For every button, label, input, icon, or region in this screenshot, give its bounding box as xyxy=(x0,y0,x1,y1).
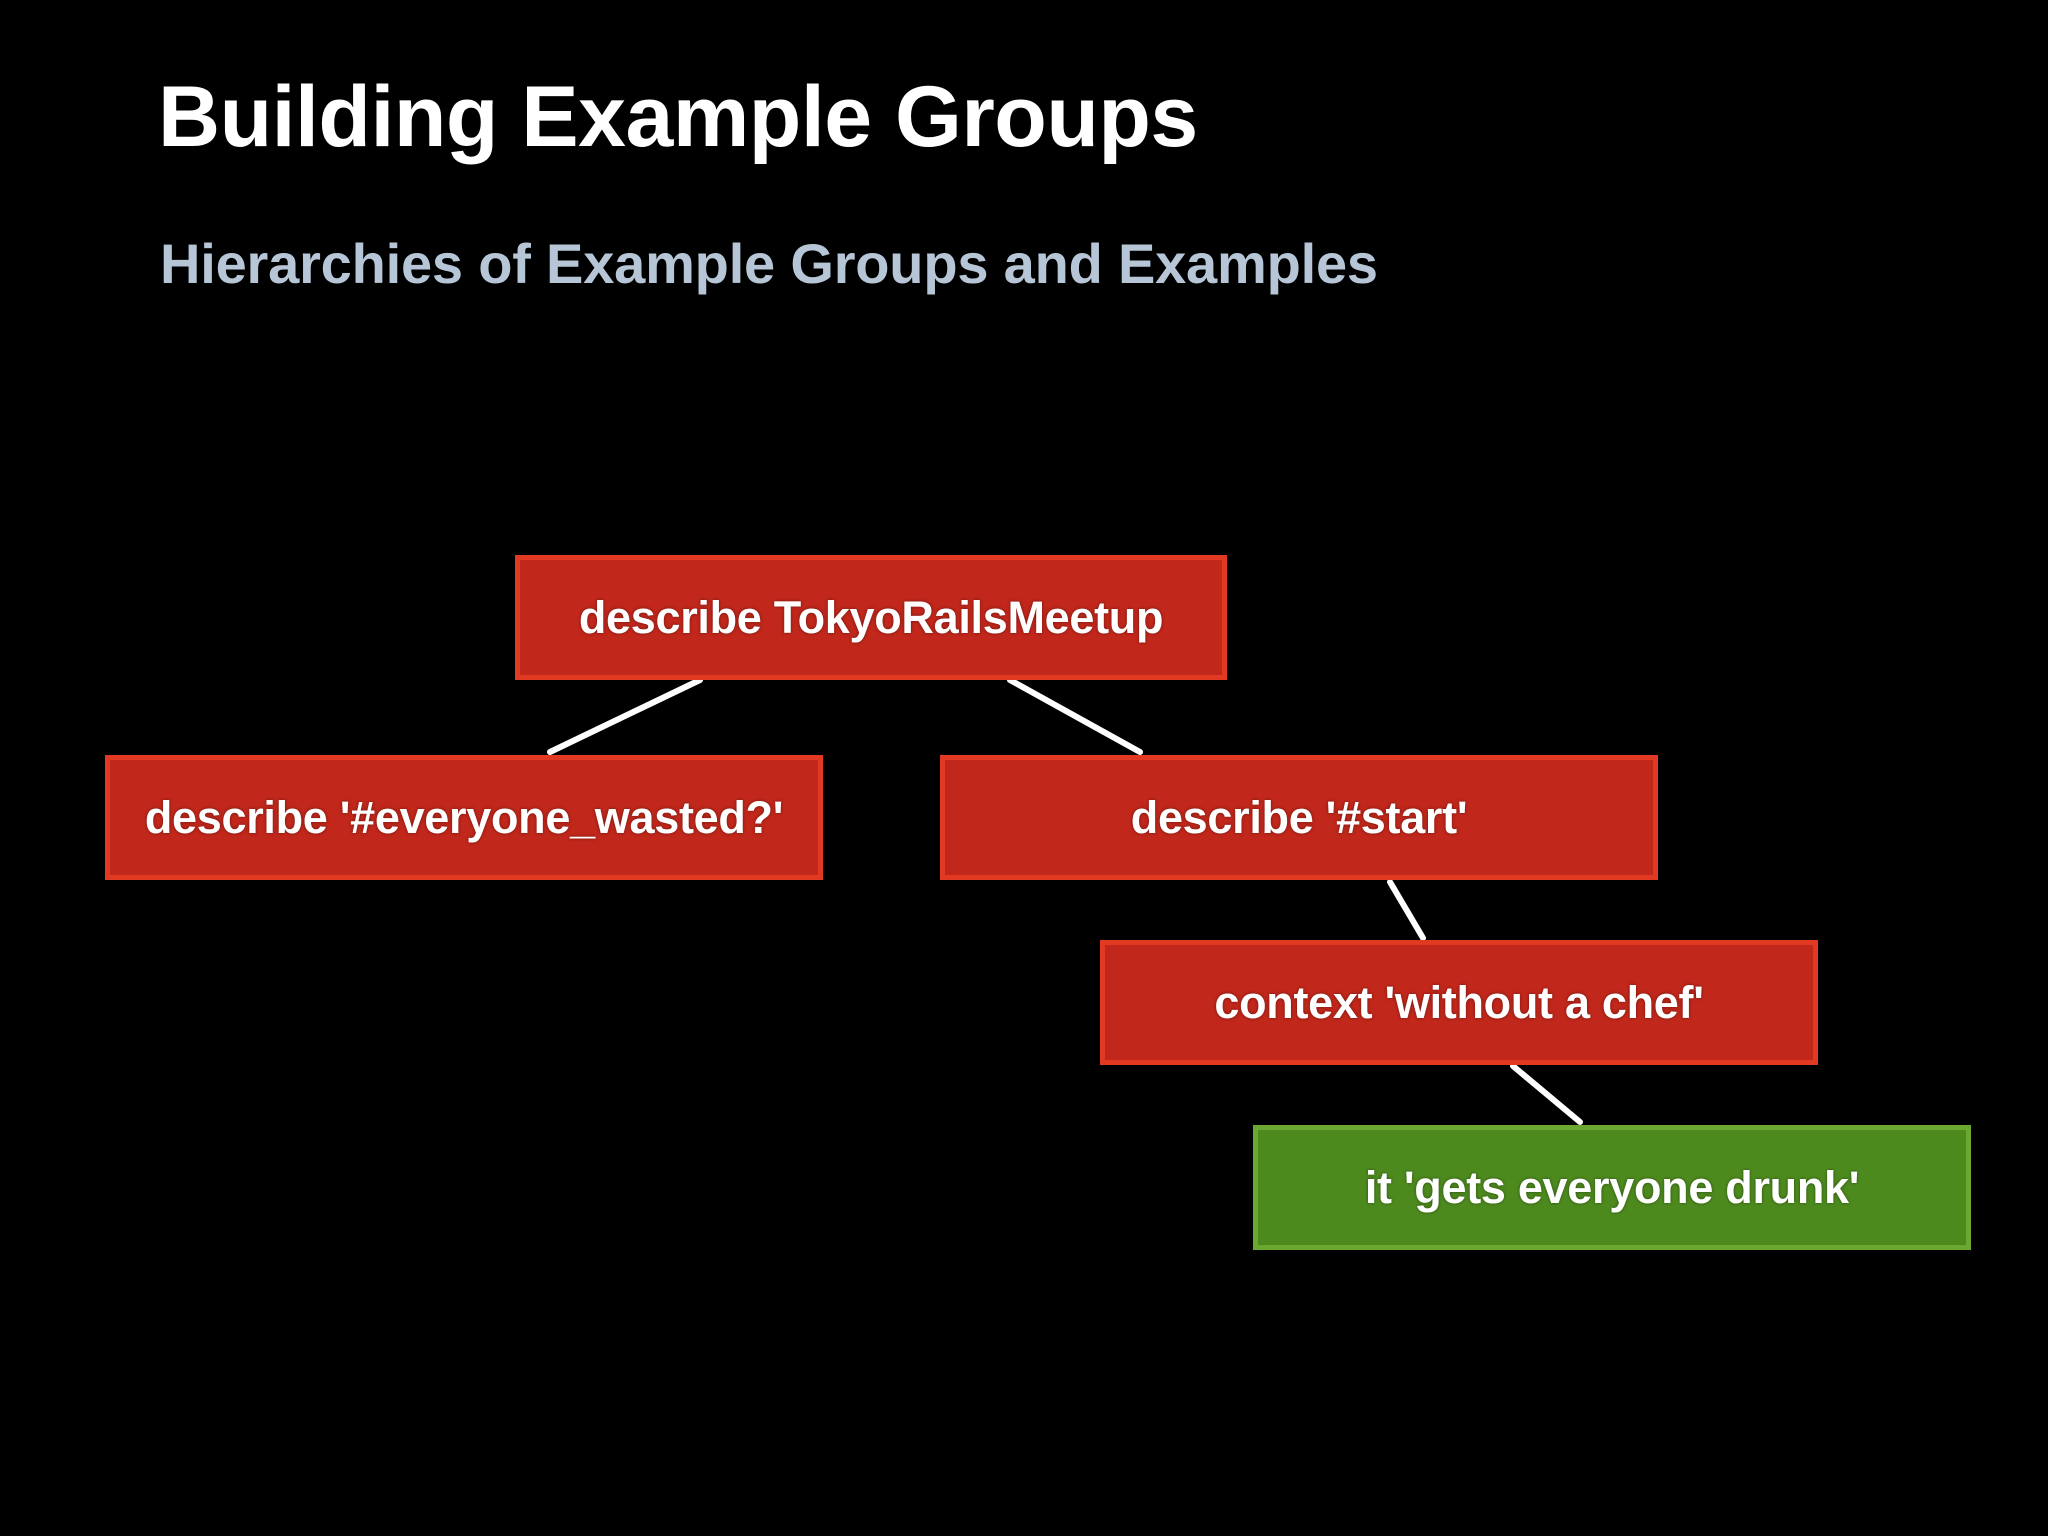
tree-edge-without_chef-to-gets_drunk xyxy=(1510,1063,1583,1125)
tree-node-label: describe '#start' xyxy=(1130,791,1468,843)
tree-node-root[interactable]: describe TokyoRailsMeetup xyxy=(515,555,1227,680)
tree-node-label: describe '#everyone_wasted?' xyxy=(144,791,784,843)
tree-edge-root-to-start xyxy=(1007,677,1143,755)
tree-node-without_chef[interactable]: context 'without a chef' xyxy=(1100,940,1818,1065)
tree-edge-start-to-without_chef xyxy=(1387,879,1426,941)
tree-node-label: context 'without a chef' xyxy=(1214,976,1704,1028)
tree-node-everyone_wasted[interactable]: describe '#everyone_wasted?' xyxy=(105,755,823,880)
page-subtitle: Hierarchies of Example Groups and Exampl… xyxy=(160,232,1378,295)
tree-node-start[interactable]: describe '#start' xyxy=(940,755,1658,880)
tree-node-label: describe TokyoRailsMeetup xyxy=(578,591,1164,643)
page-title: Building Example Groups xyxy=(158,69,1198,165)
tree-node-gets_drunk[interactable]: it 'gets everyone drunk' xyxy=(1253,1125,1971,1250)
tree-node-label: it 'gets everyone drunk' xyxy=(1364,1161,1860,1213)
tree-edge-root-to-everyone_wasted xyxy=(547,677,703,755)
